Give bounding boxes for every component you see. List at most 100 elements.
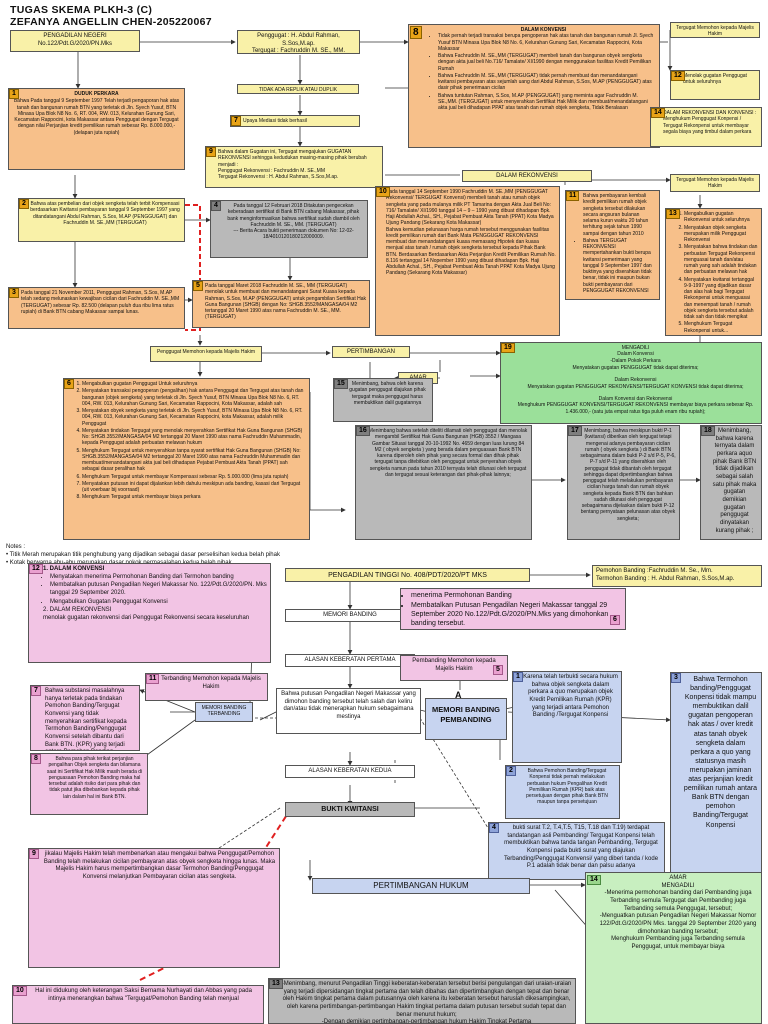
badge-t1: 1 <box>9 89 19 99</box>
box-b12-item: Membatalkan putusan Pengadilan Negeri Ma… <box>50 582 267 597</box>
box-b6-list: menerima Permohonan BandingMembatalkan P… <box>404 591 611 628</box>
box-t6-item: Menghukum Tergugat untuk membayar biaya … <box>82 494 306 500</box>
box-t13-item: Menyatakan bahwa tindakan dan perbuatan … <box>684 244 758 275</box>
box-t6-item: Menghukum Tergugat untuk membayar Kompen… <box>82 474 306 480</box>
box-t13: Mengabulkan gugatan Rekonvensi untuk sel… <box>665 208 762 336</box>
box-t6-item: Menyatakan transaksi pengoperan (pengali… <box>82 388 306 407</box>
box-t6-item: Menyatakan putusan ini dapat dijalankan … <box>82 481 306 494</box>
pengadilan-tinggi-box: PENGADILAN TINGGI No. 408/PDT/2020/PT MK… <box>285 568 530 582</box>
badge-b9: 9 <box>29 849 39 859</box>
badge-t16: 16 <box>356 426 370 436</box>
box-t16: Menimbang bahwa setelah diteliti dilamat… <box>355 425 532 540</box>
box-t6: Mengabulkan gugatan Penggugat Untuk selu… <box>63 378 310 540</box>
box-t6-list: Mengabulkan gugatan Penggugat Untuk selu… <box>74 381 306 501</box>
duduk-perkara-body: Bahwa Pada tanggal 9 September 1997 Tela… <box>13 98 180 136</box>
box-b2: Bahwa Pemohon Banding/Tergugat Konpensi … <box>505 765 620 819</box>
box-t17: Menimbang, bahwa meskipun bukti P-1 (kwi… <box>567 425 680 540</box>
badge-b3: 3 <box>671 673 681 683</box>
box-t4: Pada tanggal 12 Februari 2018 Ditakutan … <box>210 200 368 258</box>
header-line1: TUGAS SKEMA PLKH-3 (C) <box>10 4 153 16</box>
note-red-text: Titik Merah merupakan titik penghubung y… <box>9 551 280 558</box>
box-b6-item: menerima Permohonan Banding <box>411 591 611 600</box>
box-b6-item: Membatalkan Putusan Pengadilan Negeri Ma… <box>411 601 611 628</box>
badge-b11: 11 <box>146 674 160 684</box>
badge-t18: 18 <box>701 426 715 436</box>
box-b14: AMAR MENGADILI -Menerima permohonan band… <box>585 872 762 1024</box>
badge-t14: 14 <box>651 108 665 118</box>
badge-t13: 13 <box>666 209 680 219</box>
notes: Notes : • Titik Merah merupakan titik pe… <box>6 544 280 567</box>
box-b5: Pembanding Memohon kepada Majelis Hakim <box>400 655 508 681</box>
box-b12-rek: 2. DALAM REKONVENSI menolak gugatan reko… <box>43 607 250 622</box>
dalam-konvensi-item: Bahwa Fachruddin M. SE.,MM (TERGUGAT) ti… <box>438 73 656 92</box>
box-t11: Bahwa pembayaran kembali kredit pemilika… <box>565 190 660 300</box>
memori-terbanding: MEMORI BANDING TERBANDING <box>195 702 253 722</box>
box-t13-list: Mengabulkan gugatan Rekonvensi untuk sel… <box>676 211 758 334</box>
dalam-rekonvensi-label: DALAM REKONVENSI <box>462 170 592 182</box>
box-t13-item: Menyatakan kwitansi tertanggal 9-9-1997 … <box>684 277 758 321</box>
pengadilan-negeri-box: PENGADILAN NEGERI No.122/Pdt.G/2020/PN.M… <box>10 30 140 52</box>
pertimbangan-hukum-top: PERTIMBANGAN HUKUM <box>332 346 410 358</box>
pertimbangan-hukum-bottom: PERTIMBANGAN HUKUM <box>312 878 530 894</box>
box-t10: Pada tanggal 14 September 1990 Fachruddi… <box>375 186 560 336</box>
no-replik-box: TIDAK ADA REPLIK ATAU DUPLIK <box>237 84 359 94</box>
badge-b12: 12 <box>29 564 43 574</box>
badge-t7: 7 <box>231 116 241 126</box>
box-b7: Bahwa substansi masalahnya hanya terleta… <box>30 685 140 751</box>
box-t11-item: Bahwa TERGUGAT REKONVENSI mempertahankan… <box>583 238 656 294</box>
parties-box: Penggugat : H. Abdul Rahman, S.Sos,M.ap.… <box>237 30 360 54</box>
box-t13-item: Menghukum Tergugat Rekonpensi untuk... <box>684 321 758 334</box>
box-b12-list: Menyatakan menerima Permohonan Banding d… <box>43 574 267 607</box>
notes-title: Notes : <box>6 544 26 550</box>
box-b4: bukti surat T.2, T.4,T.5, T15, T.18 dan … <box>488 822 665 880</box>
box-b12-item: Mengabulkan Gugatan Penggugat Konvensi <box>50 599 267 607</box>
badge-b2: 2 <box>506 766 516 776</box>
badge-t11: 11 <box>566 191 580 201</box>
box-t6-item: Menghukum Tergugat untuk menyerahkan tan… <box>82 448 306 473</box>
box-t13-item: Mengabulkan gugatan Rekonvensi untuk sel… <box>684 211 758 224</box>
box-t8: DALAM KONVENSI Tidak pernah terjadi tran… <box>408 24 660 148</box>
badge-b6: 6 <box>610 615 620 625</box>
alasan-kedua-label: ALASAN KEBERATAN KEDUA <box>285 765 415 778</box>
box-b1: Karena telah terbukti secara hukum bahwa… <box>512 671 622 763</box>
duduk-perkara-title: DUDUK PERKARA <box>74 91 119 97</box>
box-t6-item: Menyatakan tindakan Tergugat yang menola… <box>82 428 306 447</box>
tergugat-memohon2-box: Tergugat Memohon kepada Majelis Hakim <box>670 174 760 192</box>
badge-t3: 3 <box>9 288 19 298</box>
badge-b13: 13 <box>269 979 283 989</box>
box-b3: Bahwa Termohon banding/Penggugat Konpens… <box>670 672 762 884</box>
badge-t12: 12 <box>671 71 685 81</box>
badge-t15: 15 <box>334 379 348 389</box>
tergugat-memohon-box: Tergugat Memohon kepada Majelis Hakim <box>670 22 760 38</box>
box-b10: Hal ini didukung oleh keterangan Saksi B… <box>12 985 264 1024</box>
box-t19: MENGADILI Dalam Konvensi -Dalam Pokok Pe… <box>500 342 762 424</box>
box-t15: Menimbang, bahwa oleh karena gugatan pen… <box>333 378 433 422</box>
box-t19-body: Menyatakan gugatan PENGGUGAT tidak dapat… <box>517 364 754 415</box>
memori-banding-label: MEMORI BANDING <box>285 609 415 622</box>
dalam-konvensi-item: Tidak pernah terjadi transaksi berupa pe… <box>438 33 656 52</box>
box-t13-item: Menyatakan objek sengketa merupakan mili… <box>684 225 758 244</box>
duduk-perkara-box: DUDUK PERKARA Bahwa Pada tanggal 9 Septe… <box>8 88 185 170</box>
box-t19-title: MENGADILI Dalam Konvensi -Dalam Pokok Pe… <box>610 345 661 364</box>
box-b9: jikalau Majelis Hakim telah membenarkan … <box>28 848 280 968</box>
bottom-parties: Pemohon Banding :Fachruddin M. Se., Mm. … <box>592 565 762 587</box>
badge-t5: 5 <box>193 281 203 291</box>
bukti-kwitansi-label: BUKTI KWITANSI <box>285 802 415 817</box>
dalam-konvensi-item: Bahwa Fachruddin M. SE.,MM (TERGUGAT) me… <box>438 53 656 72</box>
badge-b14: 14 <box>587 875 601 885</box>
box-t11-list: Bahwa pembayaran kembali kredit pemilika… <box>576 193 656 294</box>
badge-b7: 7 <box>31 686 41 696</box>
box-t6-item: Menyatakan obyek sengketa yang terletak … <box>82 408 306 427</box>
badge-b8: 8 <box>31 754 41 764</box>
box-b11: Terbanding Memohon kepada Majelis Hakim <box>145 673 268 701</box>
note-gray-text: Kotak berwarna abu-abu merupakan dasar p… <box>9 559 232 566</box>
badge-t10: 10 <box>376 187 390 197</box>
badge-t4: 4 <box>211 201 221 211</box>
memori-pembanding: MEMORI BANDING PEMBANDING <box>425 698 507 740</box>
note-red: • Titik Merah merupakan titik penghubung… <box>6 551 280 558</box>
badge-t2: 2 <box>19 199 29 209</box>
dalam-gugatan-box: Bahwa dalam Gugatan ini, Tergugat mengaj… <box>205 146 383 188</box>
box-t18: Menimbang, bahwa karena ternyata dalam p… <box>700 425 762 540</box>
badge-b10: 10 <box>13 986 27 996</box>
box-b12-item: Menyatakan menerima Permohonan Banding d… <box>50 574 267 582</box>
